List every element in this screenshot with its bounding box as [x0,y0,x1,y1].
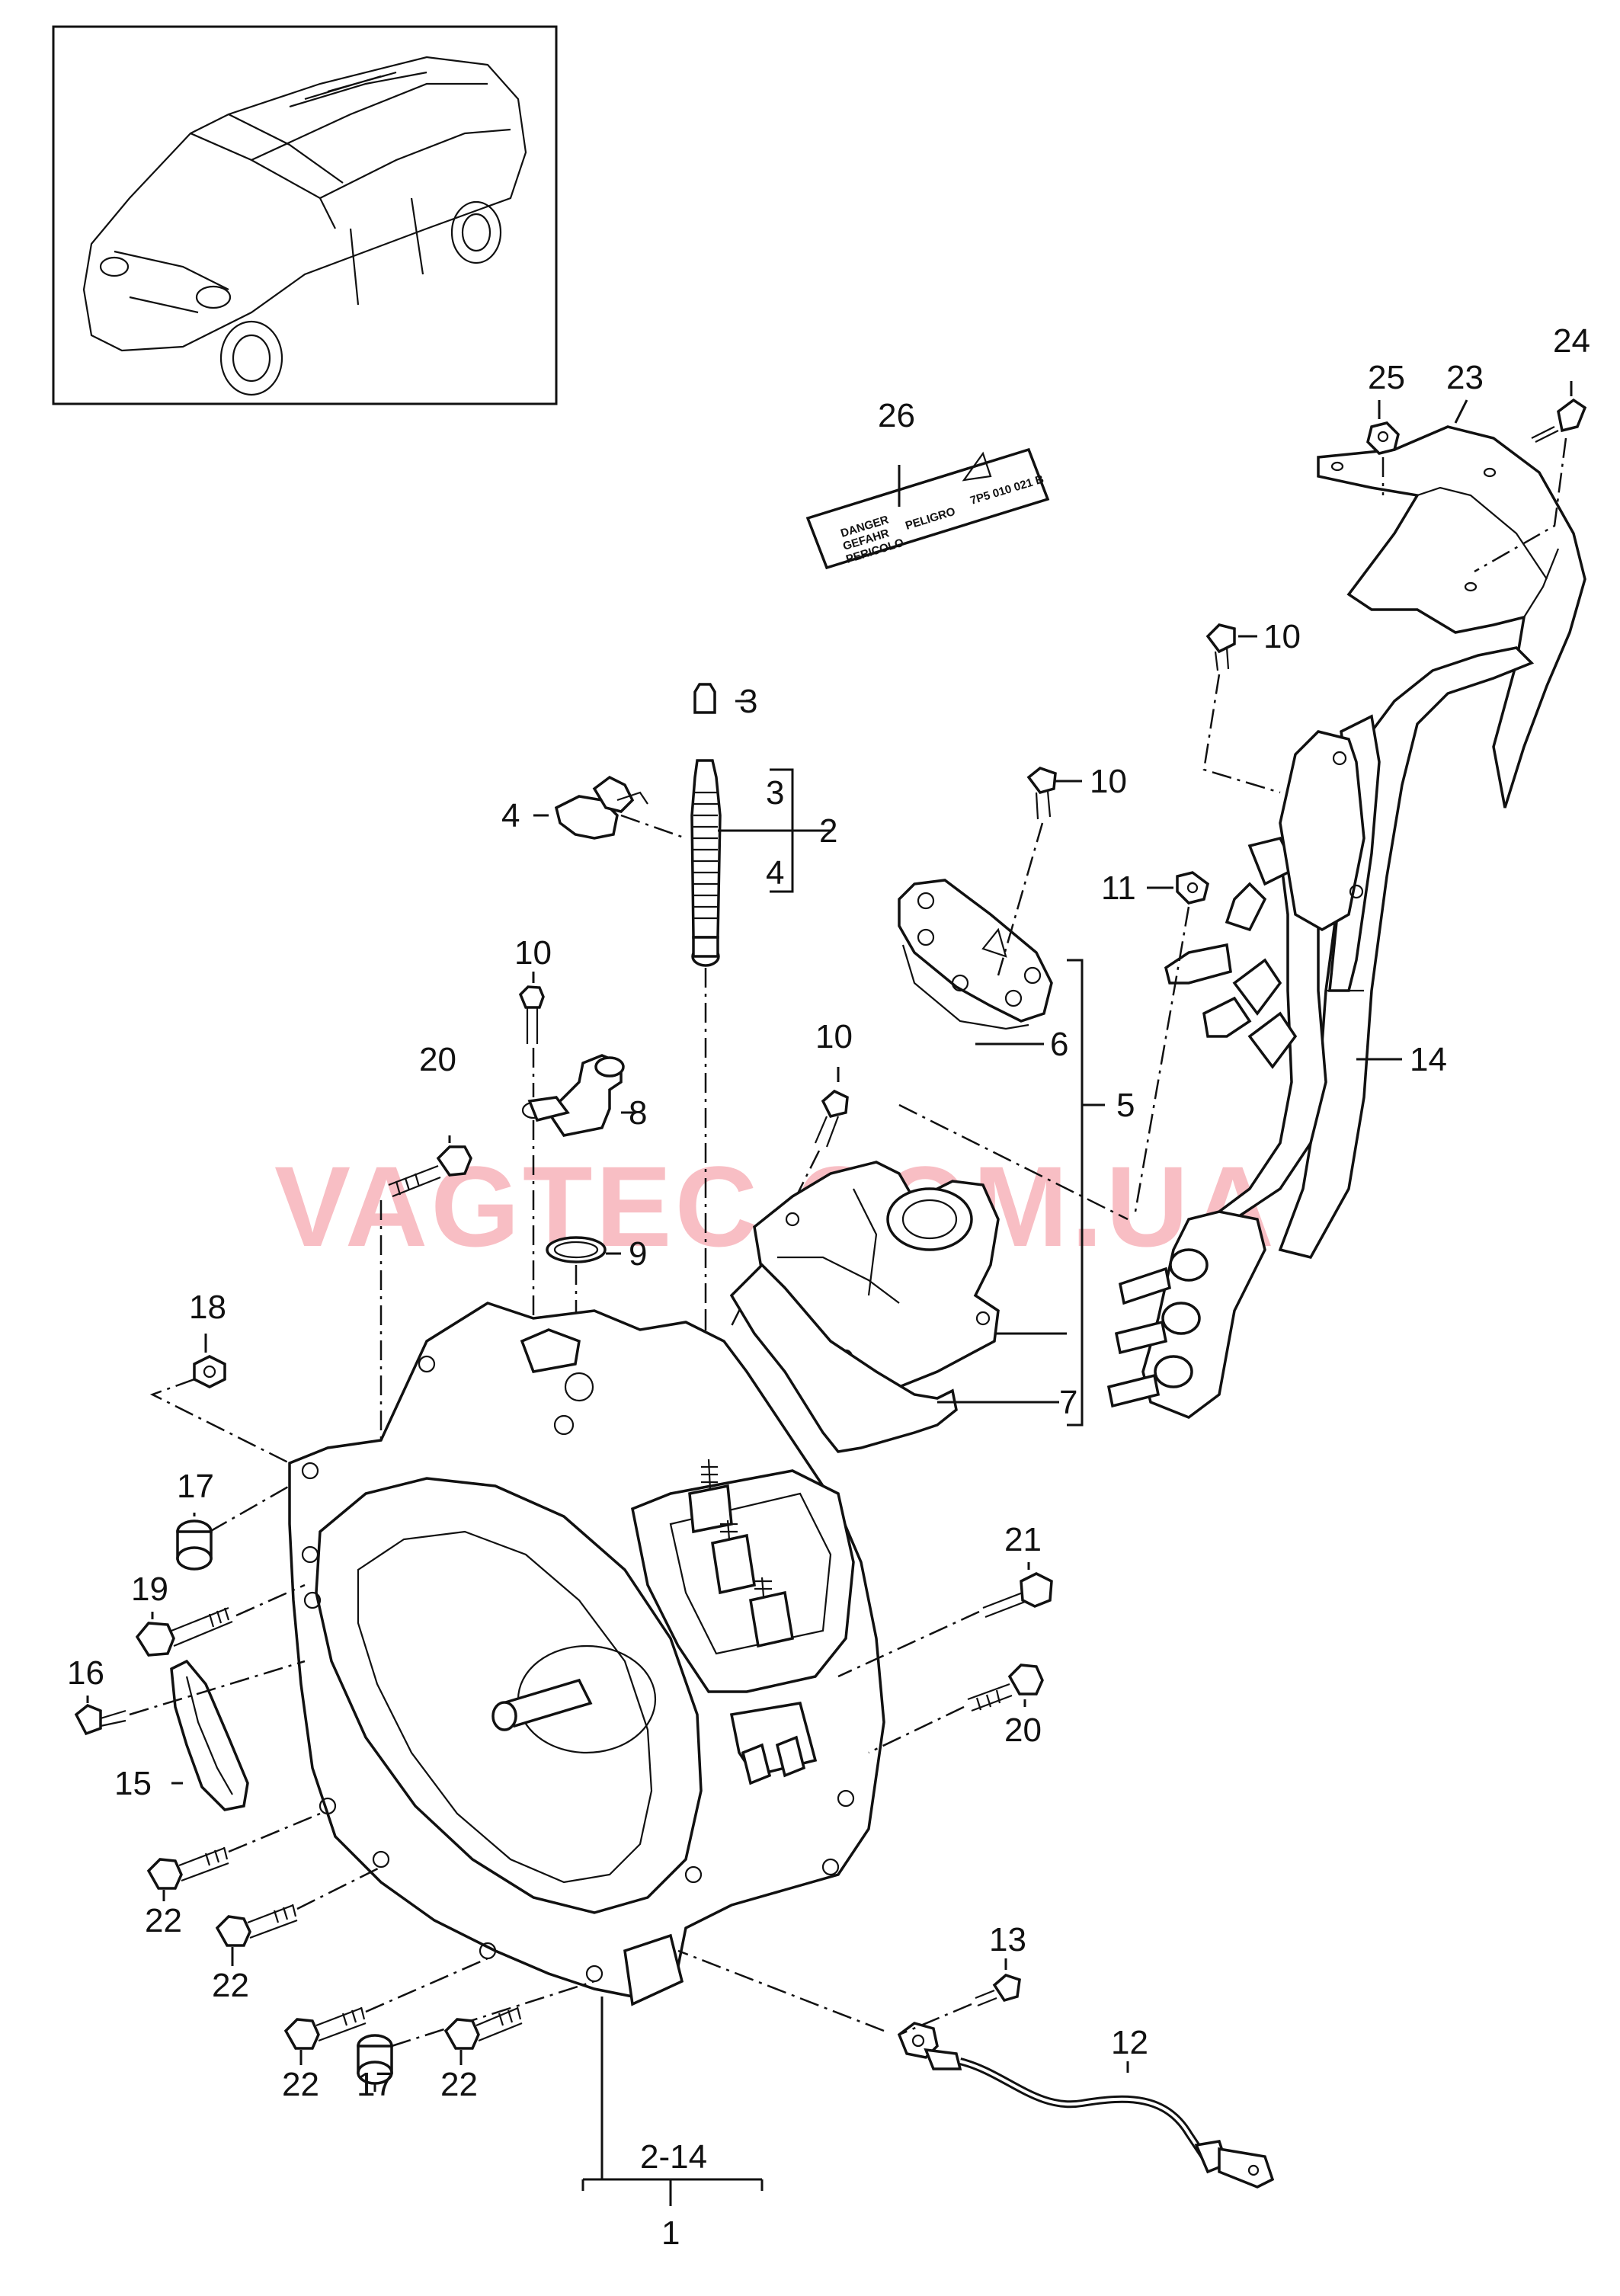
bracket-icon [170,1659,249,1811]
e-motor-housing [288,1302,885,2006]
bolt-icon [388,1145,472,1198]
callout-17: 17 [177,1468,214,1505]
callout-10: 10 [1090,763,1127,800]
callout-22: 22 [212,1967,249,2004]
callout-15: 15 [114,1765,152,1802]
bolt-icon [146,1846,229,1890]
screw-icon [1531,398,1587,443]
ground-cable-icon [897,2022,1275,2189]
callout-2: 2 [819,812,837,850]
cover-plate-icon [898,879,1053,1030]
sleeve-icon [357,2034,393,2085]
callout-1: 1 [661,2214,680,2252]
bolt-icon [967,1664,1044,1712]
callout-22: 22 [145,1902,182,1939]
callout-17: 17 [357,2066,394,2103]
group-bracket [581,1997,764,2206]
heat-shield-bracket [1317,425,1586,809]
screw-icon [518,985,545,1044]
callout-14: 14 [1410,1041,1447,1078]
callout-2-14: 2-14 [640,2138,707,2176]
bolt-icon [283,2006,367,2050]
suv-icon [82,56,527,396]
callout-7: 7 [1059,1384,1077,1421]
callout-12: 12 [1111,2024,1148,2061]
callout-4: 4 [766,854,784,892]
callout-26: 26 [878,397,915,434]
screw-icon [74,1703,126,1736]
warning-sticker: DANGER GEFAHR PERICOLO PELIGRO 7P5 010 0… [805,447,1050,570]
screw-icon [975,1974,1021,2007]
seal-ring-icon [546,1236,607,1263]
callout-20: 20 [1004,1712,1042,1749]
bolt-icon [135,1606,233,1657]
callout-23: 23 [1446,359,1484,396]
nut-icon [1366,421,1400,455]
callout-6: 6 [1050,1026,1068,1063]
callout-4: 4 [501,797,520,834]
callout-10: 10 [1263,618,1301,655]
vehicle-thumbnail [52,25,558,405]
callout-10: 10 [815,1018,853,1055]
callout-11: 11 [1101,869,1136,907]
callout-8: 8 [629,1094,647,1132]
callout-24: 24 [1553,322,1590,360]
callout-22: 22 [282,2066,319,2103]
callout-20: 20 [419,1041,456,1078]
callout-19: 19 [131,1571,168,1608]
callout-21: 21 [1004,1521,1042,1558]
screw-icon [1026,767,1057,820]
callout-25: 25 [1368,359,1405,396]
sensor-icon [521,1054,625,1137]
callout-22: 22 [440,2066,478,2103]
nut-icon [193,1355,226,1388]
nut-icon [1176,871,1209,905]
screw-icon [1205,623,1236,671]
callout-16: 16 [67,1654,104,1692]
callout-3: 3 [766,774,784,812]
callout-10: 10 [514,934,552,972]
bolt-icon [443,2006,523,2050]
bolt-icon [982,1572,1053,1619]
sleeve-icon [176,1519,213,1571]
callout-5: 5 [1116,1087,1135,1124]
wiring-harness [1106,646,1535,1419]
callout-3: 3 [739,683,757,720]
stud-icon [690,683,722,967]
screw-icon [814,1089,849,1148]
bolt-icon [215,1904,298,1947]
gasket-icon [729,1263,958,1453]
callout-18: 18 [189,1289,226,1326]
callout-13: 13 [989,1921,1026,1958]
clip-icon [554,775,648,840]
callout-9: 9 [629,1235,647,1273]
